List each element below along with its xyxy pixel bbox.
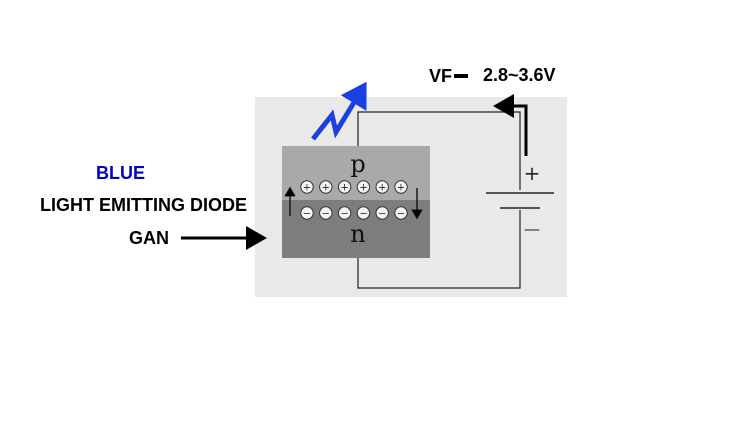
circuit-wire: [357, 111, 521, 289]
vf-prefix-label: VF: [429, 66, 453, 86]
blue-label: BLUE: [96, 163, 145, 183]
n-charge-symbol: −: [378, 209, 386, 220]
n-charge-symbol: −: [397, 209, 405, 220]
p-charge-circle: [356, 180, 371, 194]
vf-value-label: 2.8~3.6V: [483, 65, 556, 85]
p-charge-circle: [375, 180, 389, 194]
n-charge-circle: [375, 206, 389, 220]
n-charge-circle: [319, 206, 333, 220]
p-charge-symbol: +: [303, 183, 311, 194]
vf-dash: [454, 74, 468, 78]
n-charge-symbol: −: [359, 209, 367, 220]
p-charge-circle: [337, 180, 352, 194]
p-charge-circle: [394, 180, 408, 194]
gan-label: GAN: [129, 228, 169, 248]
n-label: n: [350, 220, 365, 248]
n-charge-circle: [394, 206, 408, 220]
p-charge-symbol: +: [340, 183, 348, 194]
battery-plus-label: +: [524, 161, 541, 185]
battery-symbol: [486, 192, 554, 209]
arrow-left-icon: [493, 94, 528, 156]
battery-minus-label: —: [524, 219, 540, 238]
n-charge-symbol: −: [322, 209, 330, 220]
led-label: LIGHT EMITTING DIODE: [40, 195, 247, 215]
n-charge-row: −−−−−−: [300, 206, 408, 220]
p-charge-symbol: +: [359, 183, 367, 194]
n-charge-circle: [300, 206, 314, 220]
p-charge-circle: [300, 180, 314, 194]
n-charge-circle: [356, 206, 371, 220]
n-charge-symbol: −: [340, 209, 348, 220]
p-charge-row: + + + + + +: [300, 180, 408, 194]
n-charge-symbol: −: [303, 209, 311, 220]
n-charge-circle: [337, 206, 352, 220]
lightning-arrow-icon: [311, 81, 367, 141]
p-charge-circle: [319, 180, 333, 194]
p-charge-symbol: +: [397, 183, 405, 194]
p-charge-symbol: +: [378, 183, 386, 194]
p-charge-symbol: +: [322, 183, 330, 194]
p-label: p: [350, 150, 365, 178]
